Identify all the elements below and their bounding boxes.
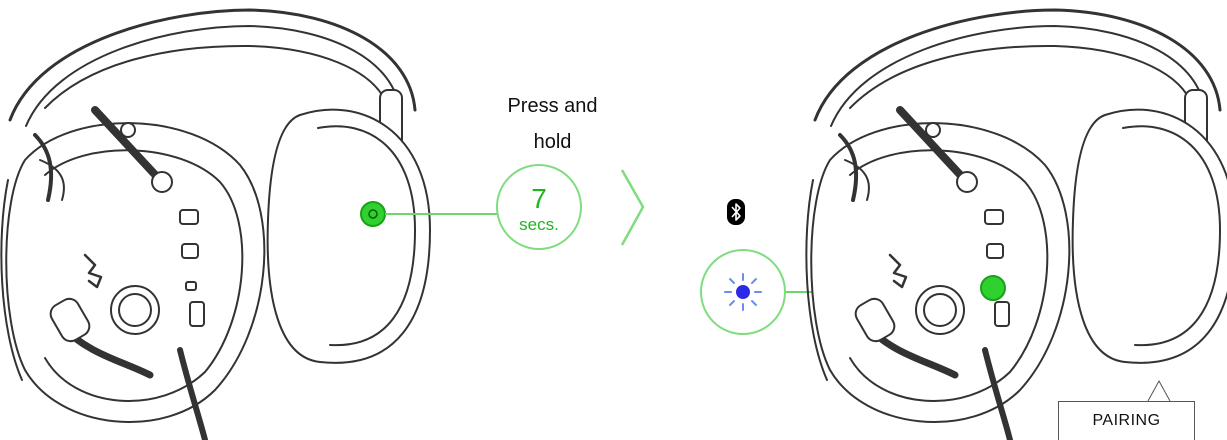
instruction-line-2: hold [470,124,635,160]
pairing-status-label: PAIRING [1058,401,1195,440]
blue-led-blink-icon [725,274,761,310]
headset-left [1,10,430,440]
instruction-line-1: Press and [470,88,635,124]
timer-value: 7 [498,184,580,214]
pairing-callout-pointer [1148,381,1170,401]
chevron-right-icon [622,170,643,245]
bluetooth-button-highlight-left [361,202,385,226]
headset-right [806,10,1227,440]
bluetooth-button-highlight-right [981,276,1005,300]
bluetooth-icon [727,199,745,225]
instruction-text: Press and hold [470,88,635,160]
timer-unit: secs. [498,215,580,235]
